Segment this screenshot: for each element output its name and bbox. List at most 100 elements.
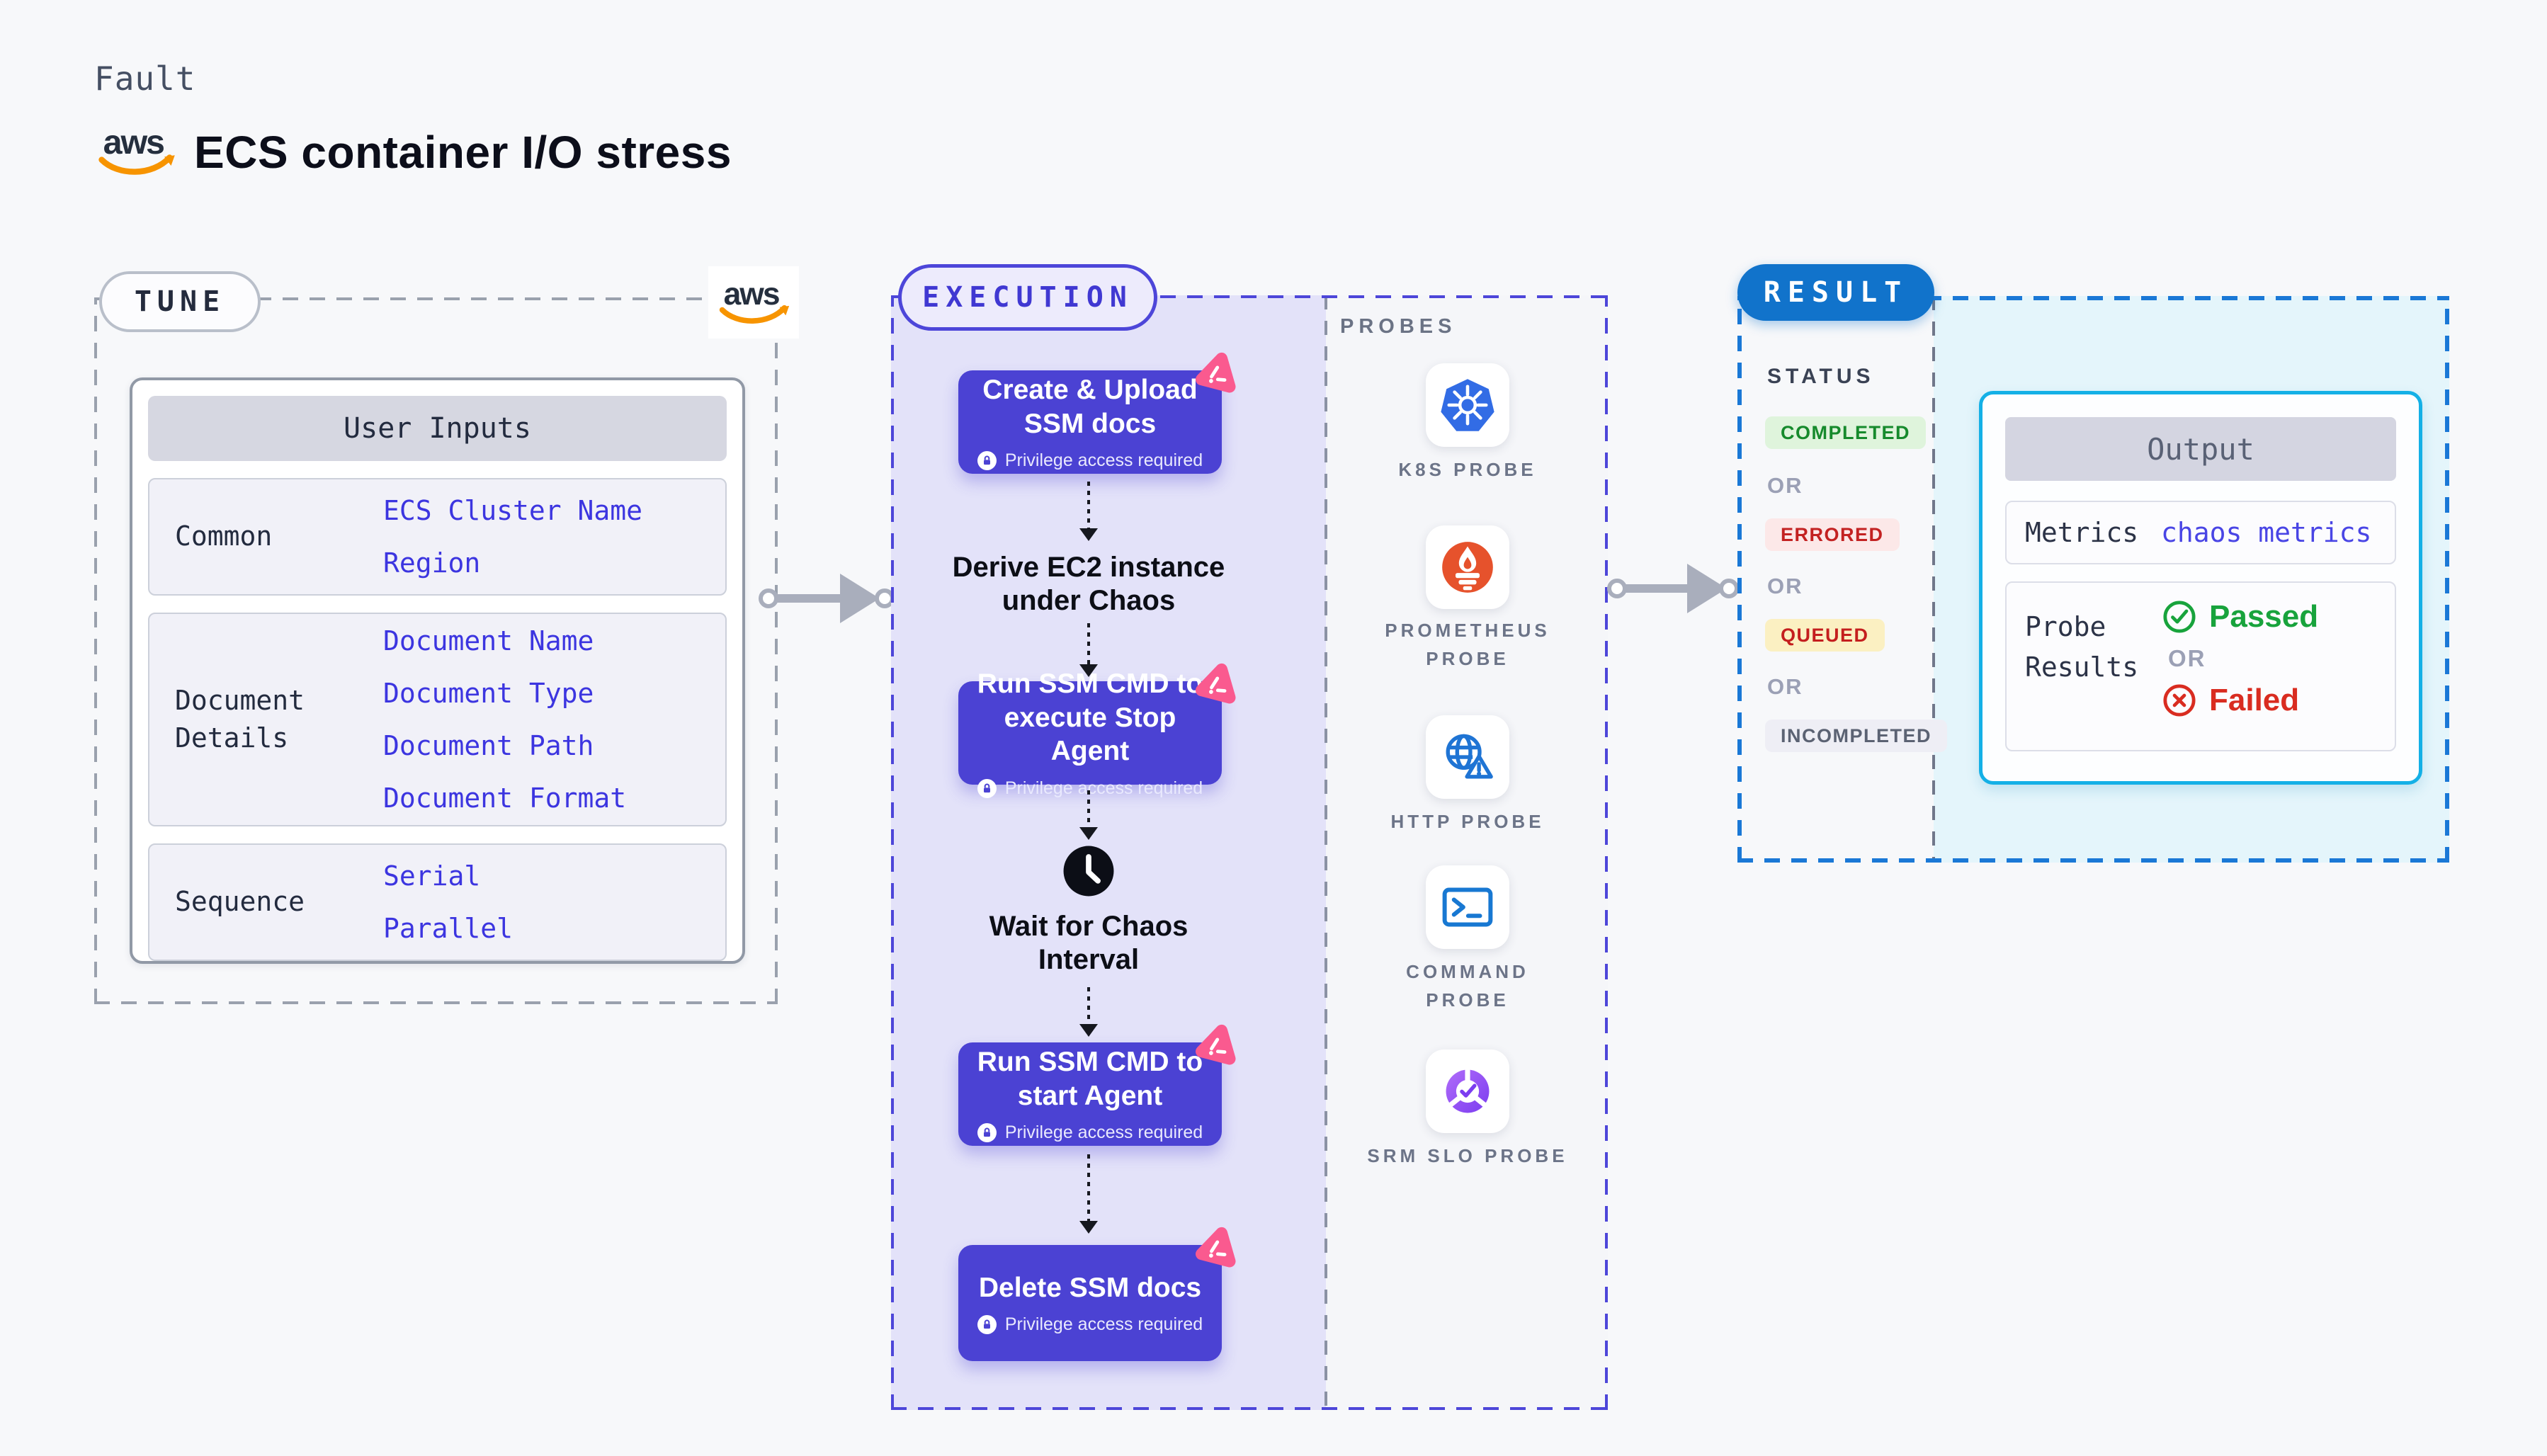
privilege-badge: Privilege access required: [977, 1314, 1203, 1335]
x-circle-icon: [2163, 684, 2196, 717]
kubernetes-icon: [1441, 379, 1494, 431]
table-row-common: Common ECS Cluster Name Region: [148, 478, 727, 596]
lock-icon: [977, 778, 997, 798]
chaos-sticker-icon: [1196, 663, 1236, 704]
step-title: Create & Upload SSM docs: [982, 374, 1198, 439]
prometheus-icon: [1442, 542, 1493, 593]
or-separator: OR: [1767, 574, 1803, 598]
chaos-sticker-icon: [1196, 1024, 1236, 1065]
step-create-upload-ssm-docs: Create & Upload SSM docs Privilege acces…: [958, 352, 1236, 474]
passed-row: Passed: [2161, 598, 2318, 635]
flow-connector-arrowhead: [1079, 1024, 1098, 1037]
privilege-text: Privilege access required: [1004, 1314, 1203, 1335]
status-badge-errored: ERRORED: [1765, 518, 1900, 551]
output-panel: Output Metrics chaos metrics Probe Resul…: [1979, 391, 2422, 785]
metrics-value: chaos metrics: [2161, 517, 2372, 548]
lock-icon: [977, 451, 997, 471]
table-row-sequence: Sequence Serial Parallel: [148, 843, 727, 961]
flow-connector: [1087, 482, 1090, 528]
page-title: ECS container I/O stress: [194, 127, 732, 178]
step-wait-chaos-interval: Wait for Chaos Interval: [989, 911, 1189, 976]
input-value: Document Path: [383, 730, 594, 761]
metrics-row: Metrics chaos metrics: [2005, 501, 2396, 564]
privilege-text: Privilege access required: [1004, 778, 1203, 798]
step-title: Delete SSM docs: [978, 1272, 1202, 1303]
or-separator: OR: [1767, 674, 1803, 699]
probe-label: HTTP PROBE: [1390, 811, 1545, 832]
tune-section-label: TUNE: [99, 271, 261, 332]
probe-label: SRM SLO PROBE: [1367, 1145, 1568, 1166]
step-run-ssm-cmd-stop-agent: Run SSM CMD to execute Stop Agent Privil…: [958, 663, 1236, 798]
or-separator: OR: [2168, 645, 2206, 671]
passed-label: Passed: [2209, 599, 2319, 634]
privilege-badge: Privilege access required: [977, 778, 1203, 799]
output-header: Output: [2005, 417, 2396, 481]
step-title: Run SSM CMD to start Agent: [977, 1046, 1203, 1111]
probe-label: PROMETHEUS PROBE: [1385, 620, 1550, 670]
privilege-badge: Privilege access required: [977, 1122, 1203, 1143]
flow-connector: [1087, 1154, 1090, 1221]
privilege-badge: Privilege access required: [977, 450, 1203, 471]
row-values: Serial Parallel: [383, 860, 725, 944]
chaos-sticker-icon: [1196, 1227, 1236, 1268]
probe-http: [1426, 715, 1509, 799]
probe-srm-slo: [1426, 1050, 1509, 1133]
clock-icon: [1063, 846, 1114, 897]
user-inputs-header: User Inputs: [148, 396, 727, 461]
probe-k8s: [1426, 363, 1509, 447]
flow-connector-arrowhead: [1079, 664, 1098, 677]
probe-command: [1426, 865, 1509, 949]
aws-smile-arrowhead: [164, 155, 175, 166]
user-inputs-card: User Inputs Common ECS Cluster Name Regi…: [130, 377, 745, 964]
lock-icon: [977, 1315, 997, 1335]
probe-prometheus: [1426, 525, 1509, 609]
aws-smile-arc: [98, 154, 173, 175]
failed-label: Failed: [2209, 683, 2300, 717]
tune-aws-logo-block: aws: [708, 266, 799, 339]
execution-section-label: EXECUTION: [898, 264, 1157, 331]
chaos-sticker-icon: [1196, 352, 1236, 393]
input-value: Document Name: [383, 625, 594, 656]
result-divider: [1932, 296, 1935, 863]
input-value: ECS Cluster Name: [383, 495, 643, 526]
check-circle-icon: [2163, 601, 2196, 633]
or-separator: OR: [1767, 473, 1803, 498]
metrics-label: Metrics: [2025, 516, 2139, 548]
input-value: Document Type: [383, 678, 594, 709]
slo-pie-check-icon: [1446, 1067, 1490, 1113]
step-delete-ssm-docs: Delete SSM docs Privilege access require…: [958, 1227, 1236, 1361]
input-value: Document Format: [383, 783, 627, 814]
probes-column-title: PROBES: [1340, 315, 1457, 338]
input-value: Parallel: [383, 913, 514, 944]
aws-logo-text: aws: [103, 123, 164, 161]
aws-smile-arrowhead: [779, 305, 790, 316]
privilege-text: Privilege access required: [1004, 1122, 1203, 1143]
status-badge-completed: COMPLETED: [1765, 416, 1927, 449]
probe-results-label: Probe Results: [2025, 611, 2139, 683]
row-label: Common: [175, 521, 273, 552]
step-derive-ec2-note: Derive EC2 instance under Chaos: [952, 552, 1225, 617]
flow-connector: [1087, 790, 1090, 827]
fault-eyebrow-label: Fault: [94, 59, 196, 98]
probe-label: K8S PROBE: [1398, 459, 1537, 480]
aws-logo-text: aws: [724, 277, 779, 312]
flow-connector: [1087, 623, 1090, 664]
flow-connector-arrowhead: [1079, 1221, 1098, 1234]
status-badge-queued: QUEUED: [1765, 619, 1885, 652]
status-badge-incompleted: INCOMPLETED: [1765, 720, 1948, 752]
status-title: STATUS: [1767, 365, 1875, 388]
step-run-ssm-cmd-start-agent: Run SSM CMD to start Agent Privilege acc…: [958, 1024, 1236, 1146]
flow-connector: [1087, 987, 1090, 1024]
failed-row: Failed: [2161, 682, 2318, 719]
lock-icon: [977, 1123, 997, 1143]
input-value: Serial: [383, 860, 481, 892]
aws-logo-icon: aws: [98, 123, 175, 175]
row-values: Document Name Document Type Document Pat…: [383, 625, 725, 814]
privilege-text: Privilege access required: [1004, 450, 1203, 471]
row-label: Sequence: [175, 886, 305, 918]
flow-connector-arrowhead: [1079, 528, 1098, 541]
probes-divider: [1324, 295, 1327, 1410]
globe-warning-icon: [1446, 734, 1493, 779]
step-title: Run SSM CMD to execute Stop Agent: [977, 669, 1203, 767]
